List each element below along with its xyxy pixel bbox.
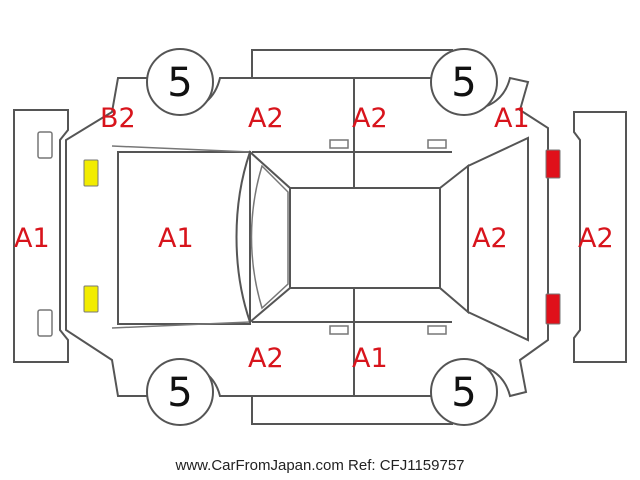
rear-bumper-outline [573, 111, 627, 363]
tire-front-right: 5 [146, 358, 214, 426]
code-left-front-corner: B2 [100, 103, 136, 134]
code-tailgate: A2 [472, 223, 508, 254]
door-handle-top-front [329, 139, 349, 149]
front-bumper-slot-bottom [37, 309, 53, 337]
front-bumper-outline [13, 109, 69, 363]
windshield-outline [235, 150, 291, 324]
front-lamp-top [83, 159, 99, 187]
code-front-right-door: A2 [248, 343, 284, 374]
code-bonnet: A1 [158, 223, 194, 254]
rear-lamp-bottom [545, 293, 561, 325]
rear-lamp-top [545, 149, 561, 179]
tire-rear-right-label: 5 [451, 370, 476, 416]
door-handle-bottom-rear [427, 325, 447, 335]
front-body-line-top [111, 145, 251, 153]
rear-window-outline [439, 163, 469, 315]
front-body-line-bottom [111, 321, 251, 329]
door-handle-top-rear [427, 139, 447, 149]
bonnet-panel-outline [117, 151, 251, 325]
tire-rear-left-label: 5 [451, 60, 476, 106]
watermark-reference: www.CarFromJapan.com Ref: CFJ1159757 [175, 457, 465, 474]
tire-front-right-label: 5 [167, 370, 192, 416]
code-rear-right-door: A1 [352, 343, 388, 374]
tailgate-outline [467, 136, 529, 342]
code-rear-left-corner: A1 [494, 103, 530, 134]
tire-front-left: 5 [146, 48, 214, 116]
windshield-inner [250, 164, 289, 310]
front-lamp-bottom [83, 285, 99, 313]
code-front-bumper: A1 [14, 223, 50, 254]
door-handle-bottom-front [329, 325, 349, 335]
tire-front-left-label: 5 [167, 60, 192, 106]
front-bumper-slot-top [37, 131, 53, 159]
roof-rail-top [251, 49, 453, 79]
tire-rear-right: 5 [430, 358, 498, 426]
code-front-left-door: A2 [248, 103, 284, 134]
roof-panel-outline [289, 187, 441, 289]
tire-rear-left: 5 [430, 48, 498, 116]
roof-rail-bottom [251, 395, 453, 425]
code-rear-left-door: A2 [352, 103, 388, 134]
code-rear-bumper: A2 [578, 223, 614, 254]
